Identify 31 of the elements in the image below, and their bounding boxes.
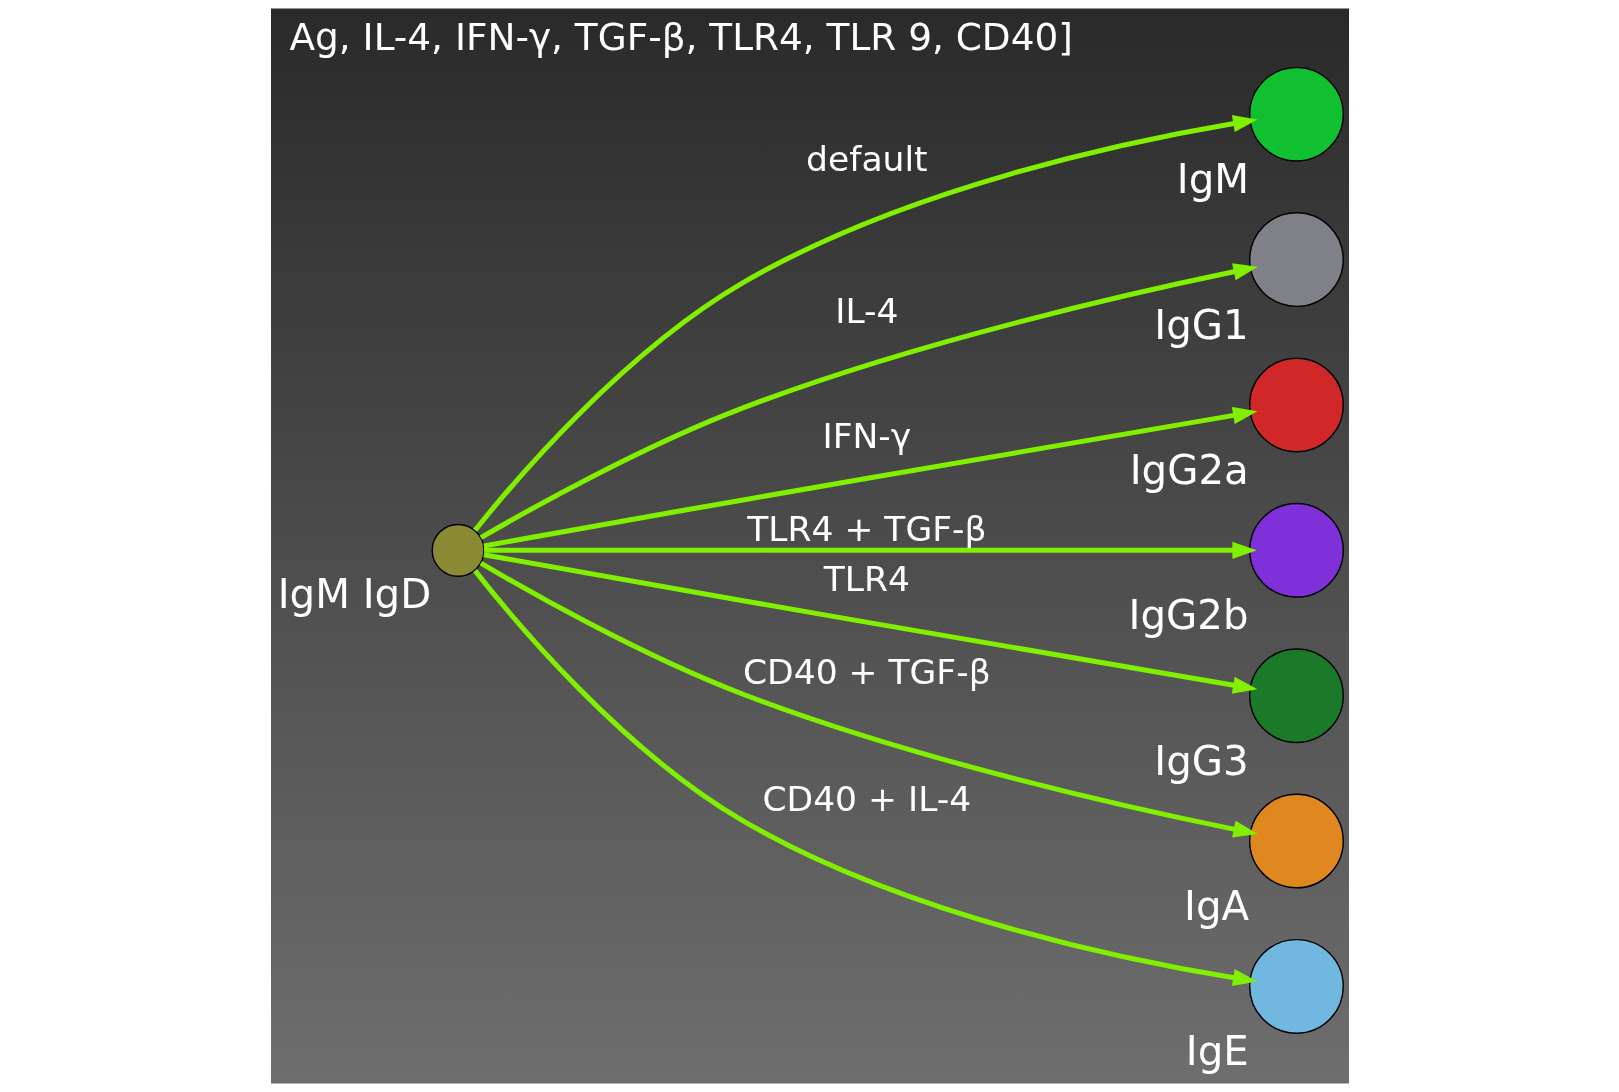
diagram-title: Ag, IL-4, IFN-γ, TGF-β, TLR4, TLR 9, CD40] (288, 14, 1073, 59)
node-circle (1248, 502, 1344, 598)
edge-label: IFN-γ (821, 416, 911, 457)
arrow (482, 407, 1257, 549)
arrow (479, 560, 1258, 838)
arrow (472, 115, 1258, 532)
node-label: IgG2b (1128, 592, 1248, 640)
node-label: IgM IgD (277, 571, 431, 619)
node-label: IgG3 (1153, 737, 1249, 785)
node-circle (1248, 212, 1344, 308)
arrow (483, 541, 1257, 559)
edge-label: default (805, 138, 928, 179)
edge-label: IL-4 (834, 291, 898, 332)
node-label: IgA (1183, 883, 1249, 931)
edge-label: TLR4 (823, 558, 910, 599)
edge-label: CD40 + TGF-β (742, 652, 991, 693)
edge-label: CD40 + IL-4 (761, 779, 971, 820)
node-label: IgM (1176, 156, 1249, 204)
node-circle (1248, 938, 1344, 1034)
node-circle (1248, 357, 1344, 453)
arrow (472, 569, 1257, 987)
node-label: IgG1 (1153, 301, 1249, 349)
node-label: IgE (1185, 1028, 1249, 1076)
arrow (482, 552, 1257, 694)
node-circle (430, 523, 485, 577)
edge-label: TLR4 + TGF-β (746, 508, 987, 549)
arrow (479, 263, 1258, 540)
node-label: IgG2a (1129, 446, 1249, 494)
node-circle (1248, 793, 1344, 889)
node-circle (1248, 648, 1344, 744)
node-circle (1248, 66, 1344, 162)
